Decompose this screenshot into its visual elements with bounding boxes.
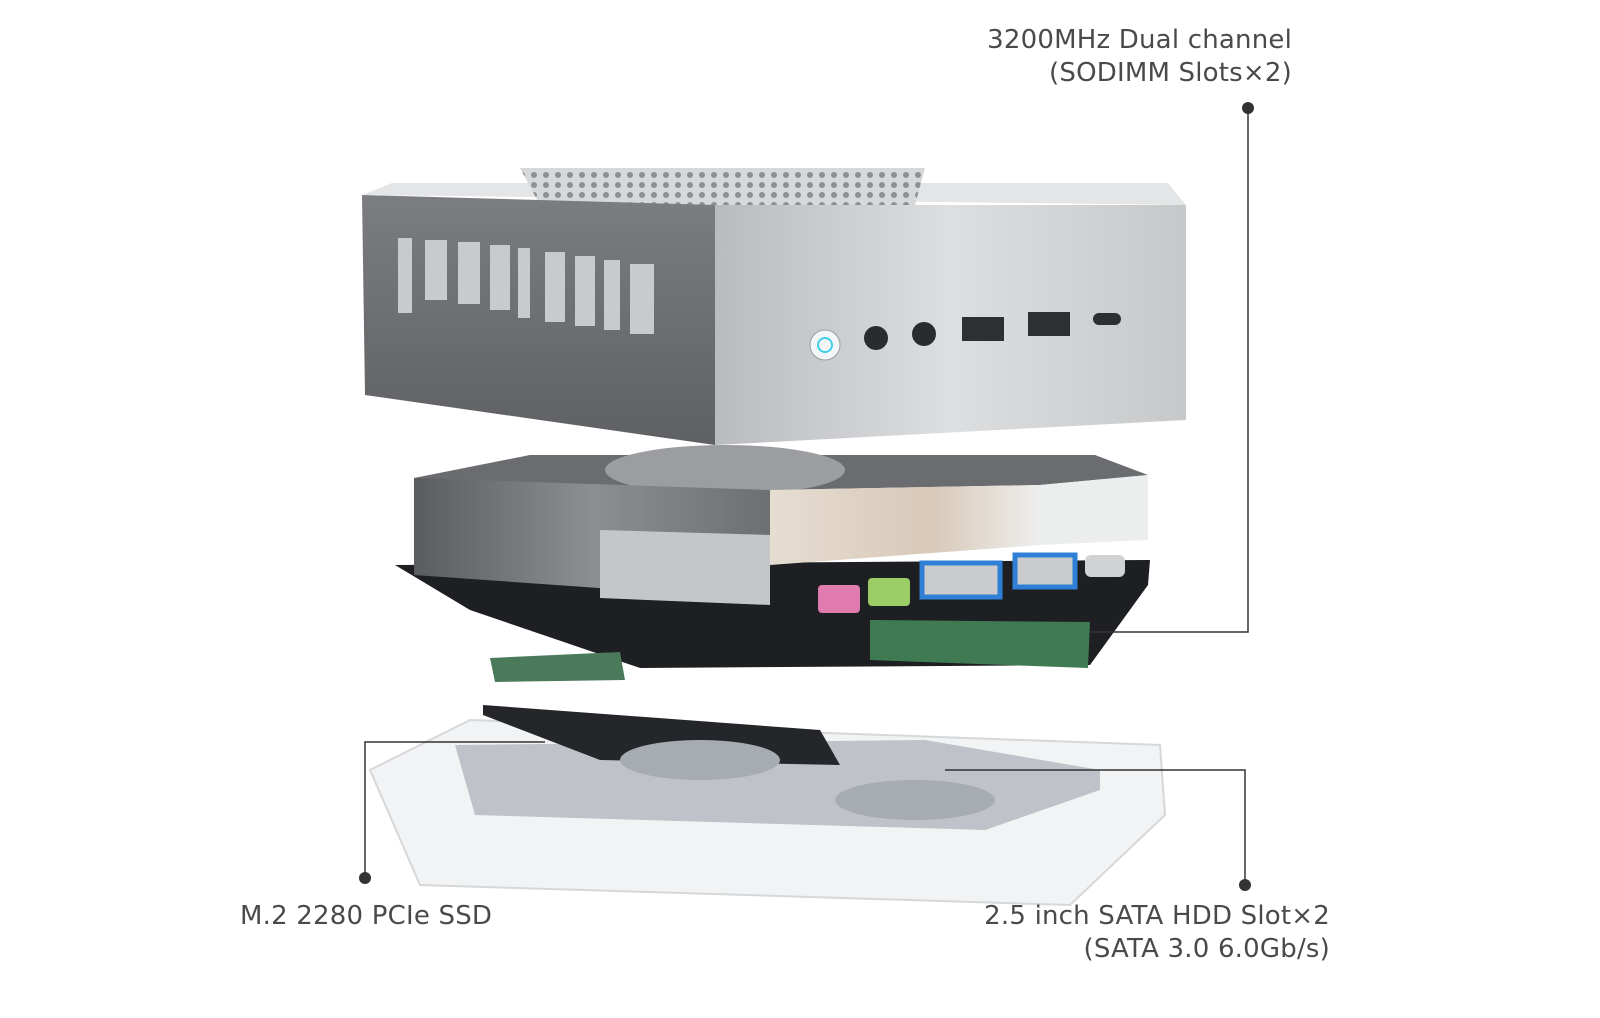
audio-jack-pink [818, 585, 860, 613]
vent-grille [520, 168, 925, 205]
wifi-card [490, 652, 625, 682]
ssd-leader-line [364, 741, 545, 878]
leader-lines [364, 108, 1249, 885]
motherboard-assembly [395, 445, 1150, 682]
fan [605, 445, 845, 495]
ssd-callout-dot [359, 872, 371, 884]
heat-spreader [770, 485, 1040, 565]
mini-pc-case [362, 168, 1186, 445]
case-front-face [715, 205, 1186, 445]
memory-callout: 3200MHz Dual channel (SODIMM Slots×2) [987, 24, 1292, 90]
memory-callout-line1: 3200MHz Dual channel [987, 25, 1292, 55]
hdd-callout-line1: 2.5 inch SATA HDD Slot×2 [984, 901, 1330, 931]
hdd-callout-line2: (SATA 3.0 6.0Gb/s) [1083, 934, 1330, 964]
memory-callout-dot [1242, 102, 1254, 114]
audio-jack-green [868, 578, 910, 606]
usb-port-blue [919, 560, 1003, 600]
ssd-callout: M.2 2280 PCIe SSD [240, 900, 492, 933]
hdd-platter [835, 780, 995, 820]
heat-spreader-end [1040, 475, 1148, 545]
bottom-tray [368, 705, 1167, 907]
memory-callout-line2: (SODIMM Slots×2) [1049, 58, 1292, 88]
case-side-face [362, 195, 715, 445]
usb-a-port [1028, 312, 1070, 336]
power-button [809, 329, 841, 361]
hdd-platter [620, 740, 780, 780]
sodimm-slot [870, 620, 1090, 668]
usb-c-port [1085, 555, 1125, 577]
mic-jack [864, 326, 888, 350]
side-io-cutouts [398, 238, 654, 334]
memory-leader-line [1090, 108, 1249, 633]
usb-c-port [1093, 313, 1121, 325]
hdd-leader-line [945, 769, 1246, 885]
usb-port-blue [1012, 552, 1078, 590]
hdd-callout-dot [1239, 879, 1251, 891]
hdd-callout: 2.5 inch SATA HDD Slot×2 (SATA 3.0 6.0Gb… [984, 900, 1330, 966]
headphone-jack [912, 322, 936, 346]
heatsink-end-cap [600, 530, 770, 605]
power-icon [817, 337, 833, 353]
ssd-callout-line1: M.2 2280 PCIe SSD [240, 901, 493, 931]
usb-a-port [962, 317, 1004, 341]
